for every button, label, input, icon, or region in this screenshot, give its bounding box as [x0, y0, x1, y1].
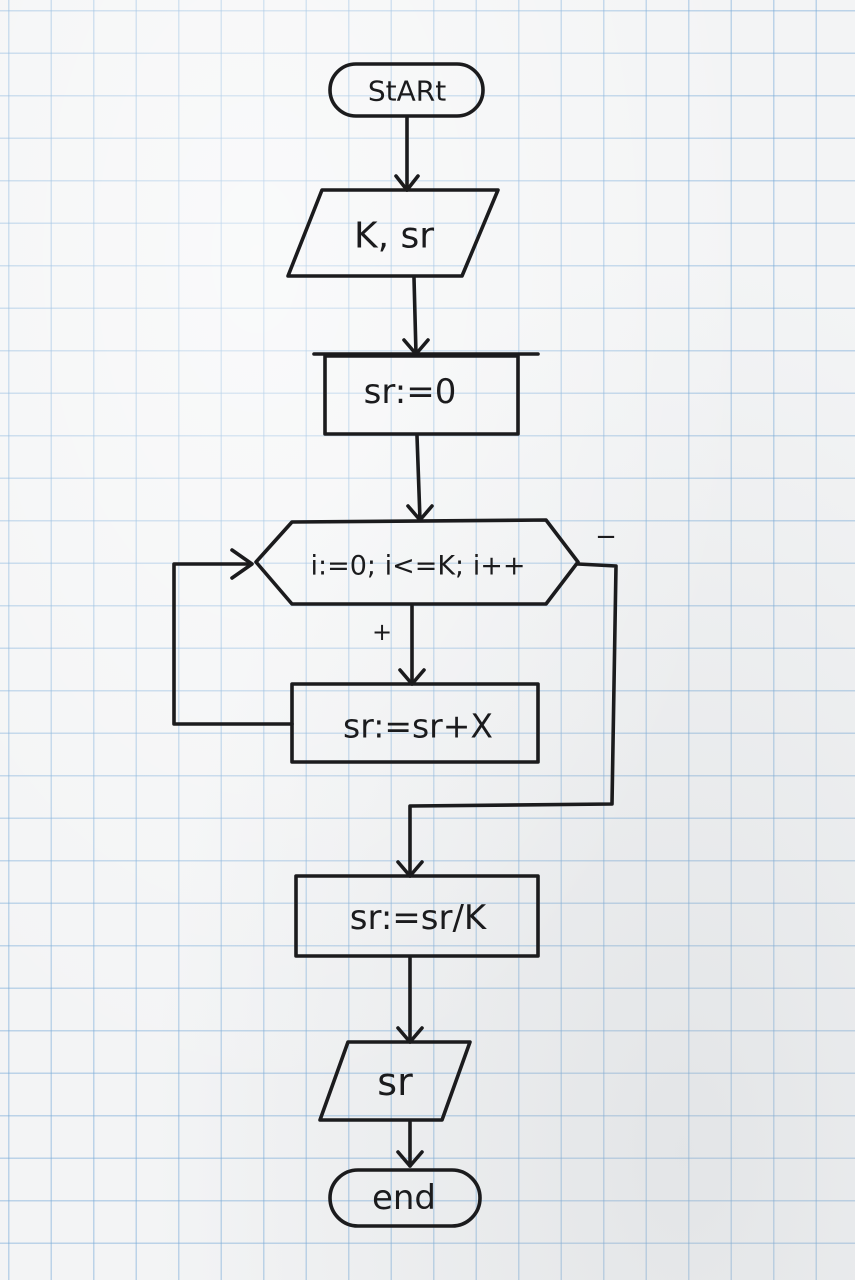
divide-process-shape: [294, 874, 540, 958]
input-parallelogram-shape: [286, 188, 500, 278]
init-node: sr:=0: [312, 352, 540, 436]
loop-false-mark: −: [595, 522, 617, 552]
arrowhead-output-to-end: [396, 1150, 424, 1168]
loop-true-mark: +: [372, 618, 392, 646]
start-terminator-shape: [328, 62, 485, 118]
loop-hexagon-shape: [254, 518, 580, 606]
divide-label: sr:=sr/K: [350, 898, 488, 938]
body-node: sr:=sr+X: [290, 682, 540, 764]
output-label: sr: [377, 1060, 413, 1104]
loop-label: i:=0; i<=K; i++: [311, 551, 526, 582]
init-label: sr:=0: [364, 372, 457, 412]
end-label: end: [372, 1178, 436, 1218]
output-parallelogram-shape: [318, 1040, 472, 1122]
divide-node: sr:=sr/K: [294, 874, 540, 958]
loop-node: i:=0; i<=K; i++: [254, 518, 580, 606]
start-node: StARt: [328, 62, 485, 118]
arrow-loop-back: [172, 562, 294, 726]
arrow-input-to-init: [412, 276, 418, 356]
init-process-shape: [323, 354, 520, 436]
end-node: end: [328, 1168, 482, 1228]
input-label: K, sr: [354, 216, 434, 257]
body-label: sr:=sr+X: [343, 707, 493, 746]
arrow-loop-exit: [408, 562, 618, 878]
output-node: sr: [318, 1040, 472, 1122]
arrowhead-loop-back: [230, 548, 254, 580]
arrow-init-to-loop: [415, 434, 422, 522]
end-terminator-shape: [328, 1168, 482, 1228]
start-label: StARt: [368, 75, 446, 108]
input-node: K, sr: [286, 188, 500, 278]
